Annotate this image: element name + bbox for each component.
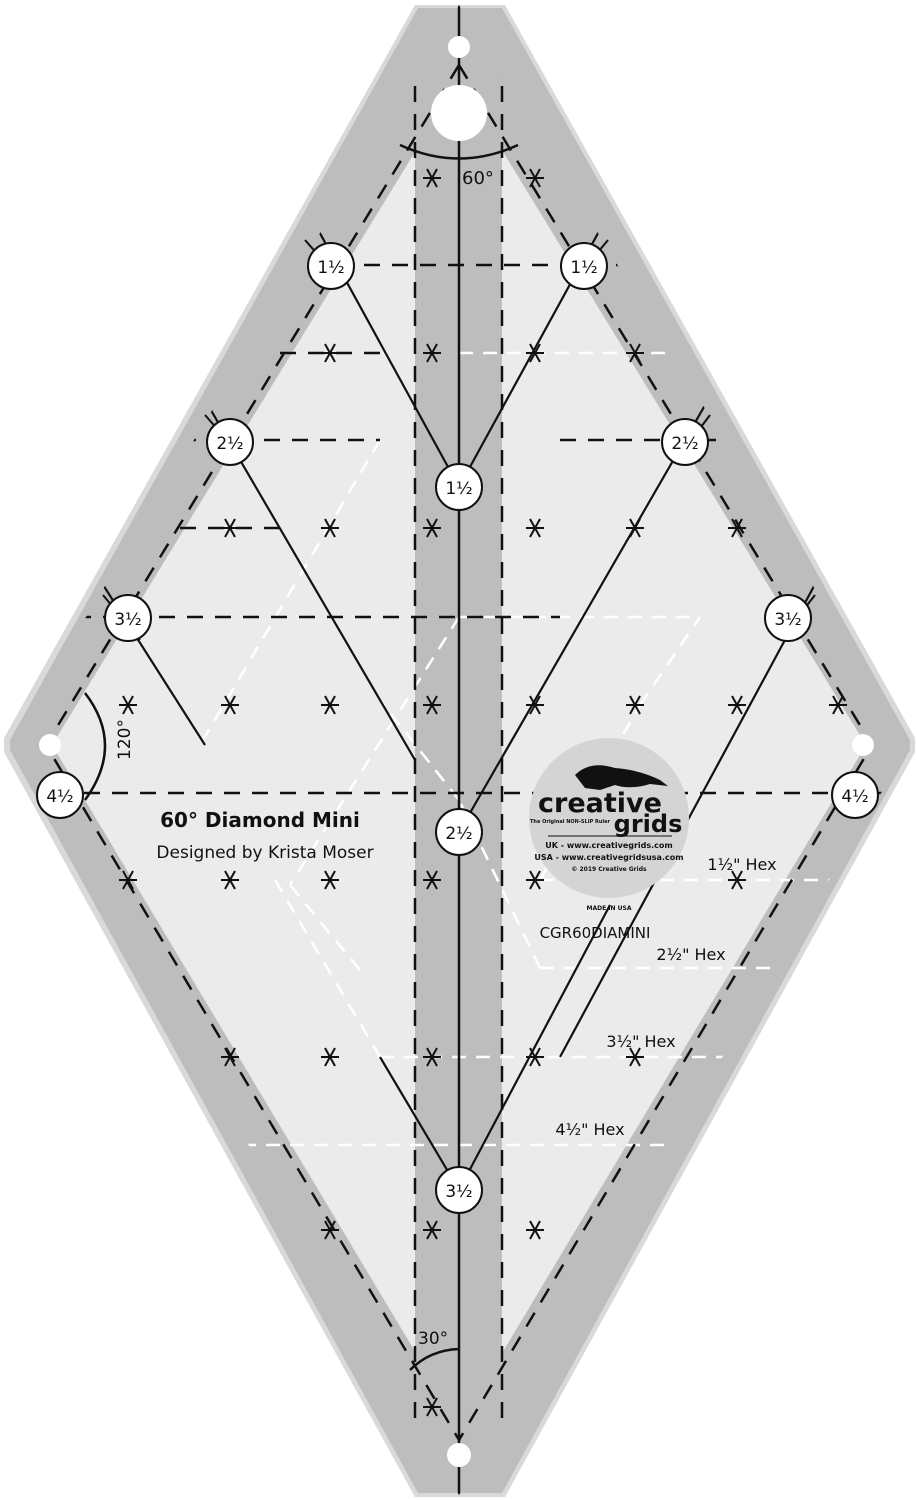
- side-angle-arc: [83, 692, 107, 801]
- svg-text:3½: 3½: [774, 610, 801, 630]
- svg-text:© 2019 Creative Grids: © 2019 Creative Grids: [571, 866, 647, 873]
- sku-label: CGR60DIAMINI: [540, 924, 651, 942]
- top-large-hole: [431, 85, 487, 141]
- ruler-title: 60° Diamond Mini: [160, 808, 360, 832]
- svg-text:1½: 1½: [445, 479, 472, 499]
- side-angle-label: 120°: [115, 719, 135, 760]
- svg-text:MADE IN USA: MADE IN USA: [587, 905, 632, 912]
- ruler-designer: Designed by Krista Moser: [156, 843, 373, 863]
- svg-text:1½: 1½: [570, 258, 597, 278]
- svg-text:2½: 2½: [445, 824, 472, 844]
- size-badge-4-5-left: 4½: [36, 771, 84, 819]
- svg-text:creative: creative: [538, 788, 662, 819]
- bottom-angle-label: 30°: [418, 1329, 448, 1349]
- fox-icon: [575, 765, 668, 790]
- size-badge-1-5-right: 1½: [560, 242, 608, 290]
- svg-text:grids: grids: [614, 810, 683, 838]
- svg-text:3½: 3½: [114, 610, 141, 630]
- top-angle-arc: [399, 143, 519, 160]
- size-badge-3-5-left: 3½: [104, 594, 152, 642]
- size-badge-1-5-center: 1½: [435, 463, 483, 511]
- svg-text:USA - www.creativegridsusa.com: USA - www.creativegridsusa.com: [534, 853, 683, 862]
- size-badge-3-5-center: 3½: [435, 1166, 483, 1214]
- svg-text:2½: 2½: [216, 434, 243, 454]
- hex-label-4-5: 4½" Hex: [555, 1120, 624, 1139]
- hex-label-3-5: 3½" Hex: [606, 1032, 675, 1051]
- svg-text:4½: 4½: [46, 787, 73, 807]
- svg-text:UK - www.creativegrids.com: UK - www.creativegrids.com: [545, 841, 673, 850]
- right-hole: [852, 734, 874, 756]
- svg-text:3½: 3½: [445, 1182, 472, 1202]
- top-angle-label: 60°: [462, 168, 494, 189]
- hex-label-2-5: 2½" Hex: [656, 945, 725, 964]
- svg-text:1½: 1½: [317, 258, 344, 278]
- left-hole: [39, 734, 61, 756]
- svg-text:4½: 4½: [841, 787, 868, 807]
- size-badge-4-5-right: 4½: [831, 771, 879, 819]
- size-badge-2-5-left: 2½: [206, 418, 254, 466]
- size-badge-1-5-left: 1½: [307, 242, 355, 290]
- size-badge-3-5-right: 3½: [764, 594, 812, 642]
- creative-grids-logo: creative grids The Original NON-SLIP Rul…: [529, 738, 689, 912]
- top-small-hole: [448, 36, 470, 58]
- hex-label-1-5: 1½" Hex: [707, 855, 776, 874]
- svg-text:The Original NON-SLIP Ruler: The Original NON-SLIP Ruler: [530, 819, 610, 825]
- bottom-hole: [447, 1443, 471, 1467]
- svg-text:2½: 2½: [671, 434, 698, 454]
- bottom-angle-arc: [409, 1347, 460, 1371]
- size-badge-2-5-right: 2½: [661, 418, 709, 466]
- size-badge-2-5-center: 2½: [435, 808, 483, 856]
